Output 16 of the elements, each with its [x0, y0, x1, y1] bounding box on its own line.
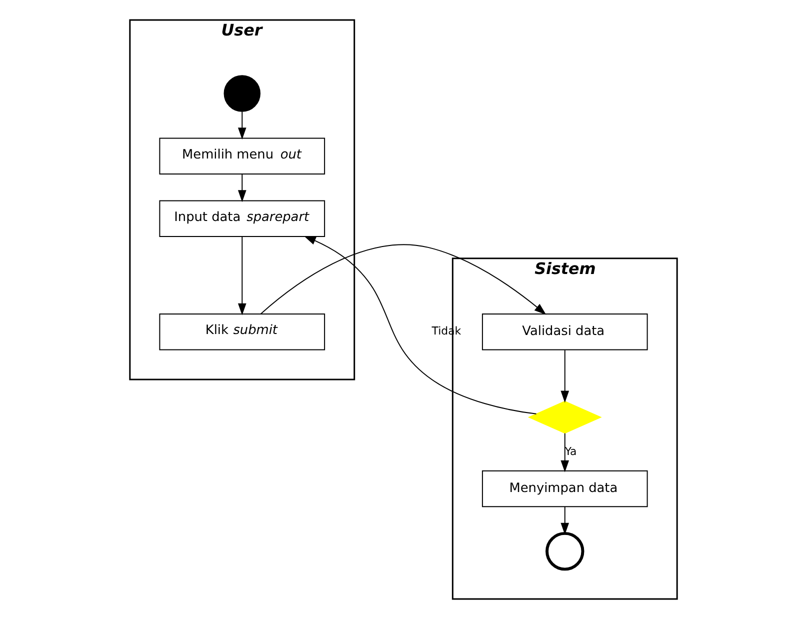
arrow	[303, 236, 536, 414]
node-box: Menyimpan data	[481, 470, 648, 508]
arrow	[560, 350, 569, 403]
arrow	[237, 236, 246, 316]
arrow	[237, 111, 246, 140]
node-circle	[545, 532, 584, 571]
node-box: Memilih menu out	[158, 138, 325, 174]
node-box: Klik submit	[158, 313, 325, 350]
arrow	[560, 506, 569, 535]
node-circle	[223, 75, 260, 112]
node-box: Validasi data	[481, 313, 648, 350]
node-diamond	[527, 400, 602, 434]
arrow	[237, 174, 246, 202]
node-box: Input data sparepart	[158, 200, 325, 237]
arrow	[560, 432, 569, 472]
arrow	[260, 244, 546, 315]
